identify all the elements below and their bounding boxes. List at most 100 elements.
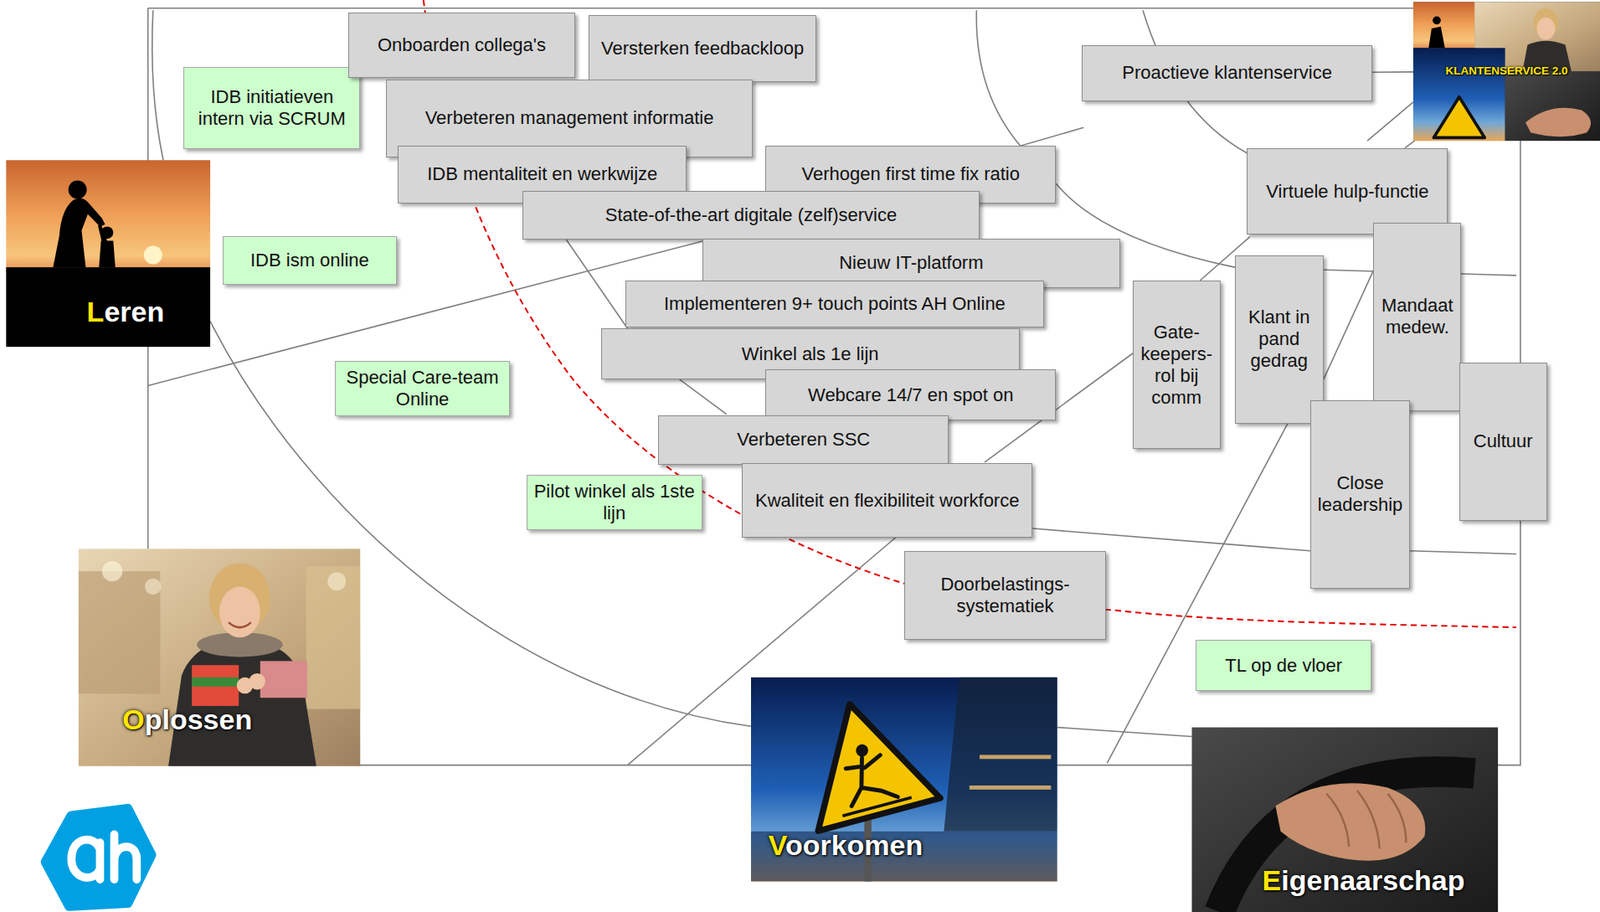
box-label: Proactieve klantenservice [1121, 61, 1333, 84]
voorkomen-photo-part-part [854, 742, 870, 758]
klantenservice-collage-part [1536, 17, 1555, 41]
box-label: State-of-the-art digitale (zelf)service [605, 204, 897, 227]
oplossen-photo-part [219, 586, 261, 638]
box-label: Verbeteren management informatie [425, 107, 715, 129]
oplossen-photo-part [102, 560, 123, 582]
box-label: IDB initiatieven intern via SCRUM [189, 86, 355, 130]
oplossen-photo-part [260, 660, 308, 698]
leren-photo-part [5, 159, 211, 273]
box-label: Cultuur [1473, 430, 1534, 453]
box-label: Doorbelastings-systematiek [910, 573, 1101, 618]
process-box: State-of-the-art digitale (zelf)service [522, 190, 980, 241]
voorkomen-photo-part [751, 677, 1058, 882]
wire-lines-part [148, 8, 1521, 766]
process-box: Mandaat medew. [1373, 222, 1462, 412]
voorkomen-photo-part [943, 677, 1057, 832]
box-label: Nieuw IT-platform [838, 252, 983, 274]
oplossen-photo-part [191, 664, 239, 706]
photo-title: Voorkomen [768, 828, 924, 862]
ah-logo [46, 808, 152, 906]
oplossen-photo-part [191, 677, 239, 687]
wire-lines-part [1323, 270, 1374, 380]
oplossen-photo-part [78, 548, 361, 766]
oplossen-photo-part [228, 622, 252, 628]
voorkomen-photo [751, 677, 1058, 882]
eigenaarschap-photo [1192, 727, 1499, 912]
process-box: Cultuur [1459, 362, 1548, 521]
oplossen-photo-part [144, 578, 162, 595]
initiative-box: TL op de vloer [1195, 639, 1372, 691]
process-box: Onboarden collega's [348, 12, 577, 78]
box-label: Pilot winkel als 1ste lijn [532, 480, 697, 525]
leren-photo-part [52, 198, 105, 268]
voorkomen-photo-part-part [842, 797, 911, 816]
wire-lines [148, 8, 1521, 766]
process-box: Webcare 14/7 en spot on [765, 369, 1056, 421]
box-label: Webcare 14/7 en spot on [807, 384, 1014, 407]
connector [1372, 71, 1414, 73]
box-label: IDB mentaliteit en werkwijze [427, 163, 658, 186]
initiative-box: Special Care-team Online [334, 360, 511, 417]
klantenservice-collage-part [1433, 97, 1485, 139]
box-label: Onboarden collega's [377, 34, 546, 57]
initiative-box: Pilot winkel als 1ste lijn [526, 474, 703, 530]
connector-line [1372, 71, 1414, 73]
wire-lines-part [565, 239, 628, 329]
wire-lines-part [976, 10, 1084, 146]
voorkomen-photo-part-part [788, 687, 941, 831]
wire-lines-part [1106, 423, 1288, 764]
box-label: Versterken feedbackloop [601, 37, 804, 60]
photo-title: KLANTENSERVICE 2.0 [1413, 63, 1600, 79]
ah-logo-part [71, 839, 100, 880]
ah-logo-part [114, 833, 138, 880]
voorkomen-photo-part [969, 785, 1052, 790]
initiative-box: IDB ism online [222, 236, 397, 286]
photo-panel: Voorkomen [751, 677, 1058, 882]
voorkomen-photo-part [979, 754, 1051, 759]
voorkomen-photo-part [788, 687, 941, 831]
process-box: Klant in pand gedrag [1234, 255, 1324, 424]
process-box: Versterken feedbackloop [588, 15, 817, 82]
eigenaarschap-photo-part [1219, 771, 1475, 912]
process-box: Kwaliteit en flexibiliteit workforce [741, 463, 1033, 538]
eigenaarschap-photo-part [1275, 782, 1426, 861]
klantenservice-collage-part [1525, 108, 1591, 137]
photo-title: Oplossen [122, 702, 253, 736]
photo-panel: Oplossen [78, 549, 361, 767]
leren-photo-part [5, 267, 211, 347]
wire-lines-part [1367, 102, 1414, 141]
box-label: Implementeren 9+ touch points AH Online [663, 293, 1006, 315]
wire-lines-part [1409, 550, 1517, 555]
process-box: Close leadership [1310, 400, 1410, 589]
voorkomen-photo-part-part [840, 751, 899, 809]
initiative-box: IDB initiatieven intern via SCRUM [183, 66, 361, 150]
wire-lines-part [1057, 727, 1193, 737]
wire-lines-part [210, 321, 752, 727]
leren-photo-part [68, 180, 88, 200]
process-box: Proactieve klantenservice [1081, 45, 1373, 102]
wire-lines-part [152, 10, 164, 160]
box-label: Virtuele hulp-functie [1265, 180, 1429, 203]
wire-lines-part [1032, 528, 1311, 551]
leren-photo-part [144, 246, 163, 265]
box-label: Gate-keepers-rol bij comm [1138, 321, 1215, 409]
oplossen-photo-part [248, 673, 266, 690]
box-label: Klant in pand gedrag [1240, 306, 1318, 372]
leren-photo-part [98, 240, 116, 268]
box-label: Kwaliteit en flexibiliteit workforce [755, 489, 1019, 512]
klantenservice-collage-part [1413, 47, 1506, 141]
klantenservice-collage-part [1413, 1, 1475, 48]
process-box: Doorbelastings-systematiek [904, 550, 1107, 640]
photo-panel: KLANTENSERVICE 2.0 [1413, 1, 1600, 141]
photo-title: Eigenaarschap [1262, 863, 1466, 897]
leren-photo [5, 159, 211, 347]
wire-lines-part [679, 379, 727, 414]
process-box: Implementeren 9+ touch points AH Online [625, 280, 1045, 328]
eigenaarschap-photo-part [1192, 727, 1499, 912]
box-label: Special Care-team Online [340, 366, 505, 411]
oplossen-photo-part [327, 571, 346, 591]
photo-panel: Leren [5, 159, 211, 347]
connector-line [1404, 140, 1415, 149]
klantenservice-collage-part [1505, 71, 1600, 141]
